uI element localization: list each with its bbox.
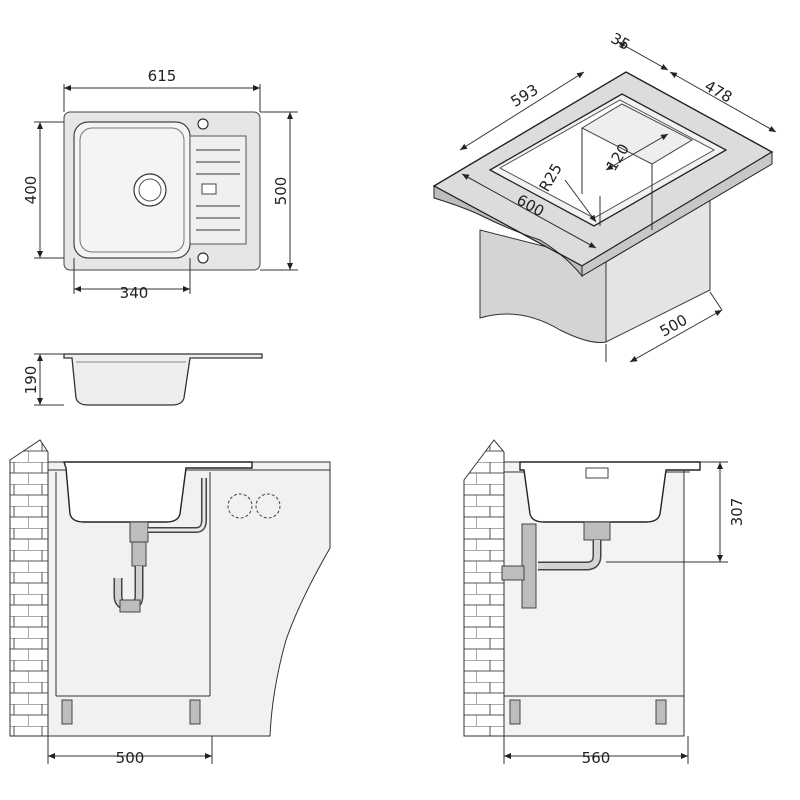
cabinet-front-view: 500 [9,439,331,767]
dim-478: 478 [702,77,736,107]
dim-500-top: 500 [272,177,290,206]
side-drain-pipe [501,521,611,609]
top-view: 615 400 500 340 [22,67,298,302]
dim-35: 35 [608,29,633,54]
dim-500-front: 500 [116,749,145,767]
dim-340: 340 [120,284,149,302]
drainer-board [189,135,247,245]
cabinet-side-view: 307 560 [463,439,746,767]
tap-hole-icon [197,118,209,130]
section-view: 190 [22,353,263,406]
dim-190: 190 [22,366,40,395]
dim-560: 560 [582,749,611,767]
dim-400: 400 [22,176,40,205]
dim-307: 307 [728,498,746,527]
dim-615: 615 [148,67,177,85]
overflow-icon [197,252,209,264]
isometric-view: 593 35 478 R25 120 600 500 [432,29,777,363]
dim-593: 593 [508,81,542,111]
dim-500-iso: 500 [657,311,691,341]
drain-pipe [113,478,207,613]
